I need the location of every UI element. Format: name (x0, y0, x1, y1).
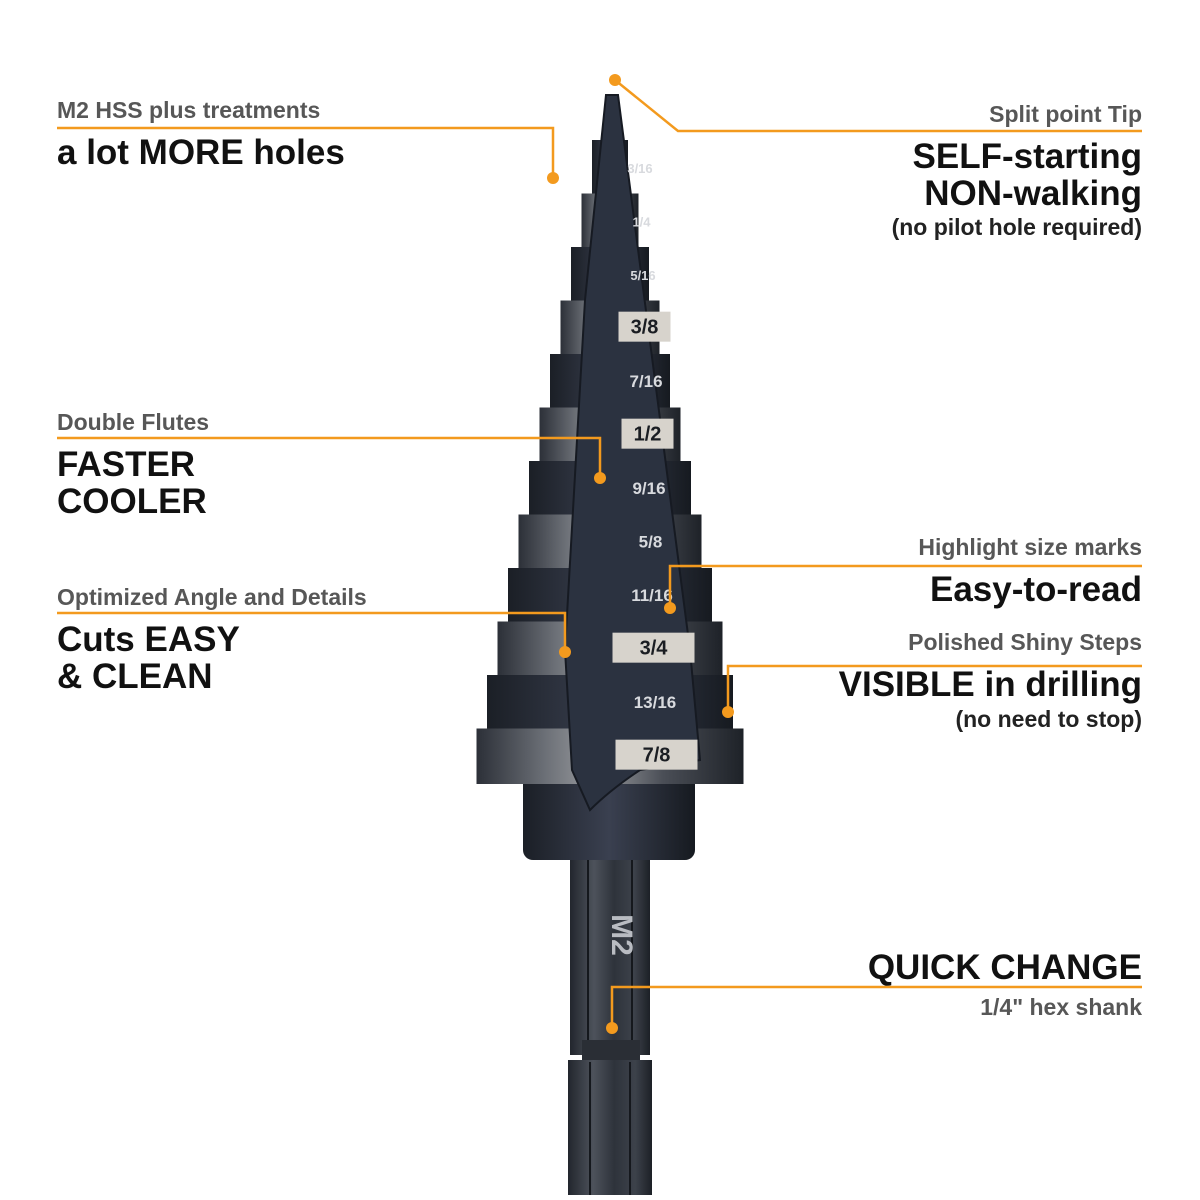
polished-note: (no need to stop) (955, 706, 1142, 732)
leader-polished (722, 664, 1142, 718)
leader-angle (57, 611, 571, 658)
size-mark-label: 3/8 (631, 317, 659, 339)
leader-double-flutes (57, 436, 606, 484)
size-mark-highlight (621, 418, 674, 449)
bit-collar (523, 765, 695, 860)
split-point-line2: NON-walking (924, 174, 1142, 213)
shank-caption: 1/4" hex shank (980, 994, 1142, 1020)
double-flutes-line1: FASTER (57, 445, 196, 484)
size-mark-highlight (615, 739, 698, 770)
size-mark-label: 13/16 (634, 693, 677, 712)
m2hss-caption: M2 HSS plus treatments (57, 97, 321, 123)
size-mark-label: 11/16 (631, 586, 673, 605)
angle-line1: Cuts EASY (57, 620, 240, 659)
size-marks-caption: Highlight size marks (918, 534, 1142, 560)
size-mark-label: 5/8 (639, 533, 663, 552)
leader-shank (606, 985, 1142, 1034)
polished-headline: VISIBLE in drilling (838, 665, 1142, 704)
m2hss-headline: a lot MORE holes (57, 133, 345, 172)
split-point-caption: Split point Tip (989, 101, 1142, 127)
polished-caption: Polished Shiny Steps (908, 629, 1142, 655)
hex-shank: M2 (568, 855, 652, 1195)
size-mark-label: 7/8 (643, 745, 671, 767)
size-mark-label: 3/16 (627, 161, 652, 176)
split-point-note: (no pilot hole required) (891, 214, 1142, 240)
shank-label: M2 (605, 914, 638, 956)
angle-line2: & CLEAN (57, 657, 213, 696)
split-point-line1: SELF-starting (912, 137, 1142, 176)
size-mark-label: 5/16 (630, 268, 655, 283)
leader-size-marks (664, 564, 1142, 614)
size-mark-label: 3/4 (640, 638, 669, 660)
size-mark-label: 1/4 (632, 215, 651, 230)
size-mark-highlight (612, 632, 695, 663)
size-mark-label: 1/2 (634, 424, 662, 446)
bit-size-marks: 3/16 1/4 5/16 3/8 7/16 1/2 9/16 5/8 11/16 3/4 13/1… (612, 161, 698, 770)
double-flutes-caption: Double Flutes (57, 409, 210, 435)
double-flutes-line2: COOLER (57, 482, 207, 521)
size-mark-label: 7/16 (629, 372, 662, 391)
size-marks-headline: Easy-to-read (929, 570, 1142, 609)
leader-m2hss (57, 126, 559, 184)
size-mark-label: 9/16 (632, 479, 665, 498)
size-mark-highlight (618, 311, 671, 342)
leader-split-point (609, 74, 1142, 133)
shank-headline: QUICK CHANGE (867, 948, 1142, 987)
angle-caption: Optimized Angle and Details (57, 584, 367, 610)
